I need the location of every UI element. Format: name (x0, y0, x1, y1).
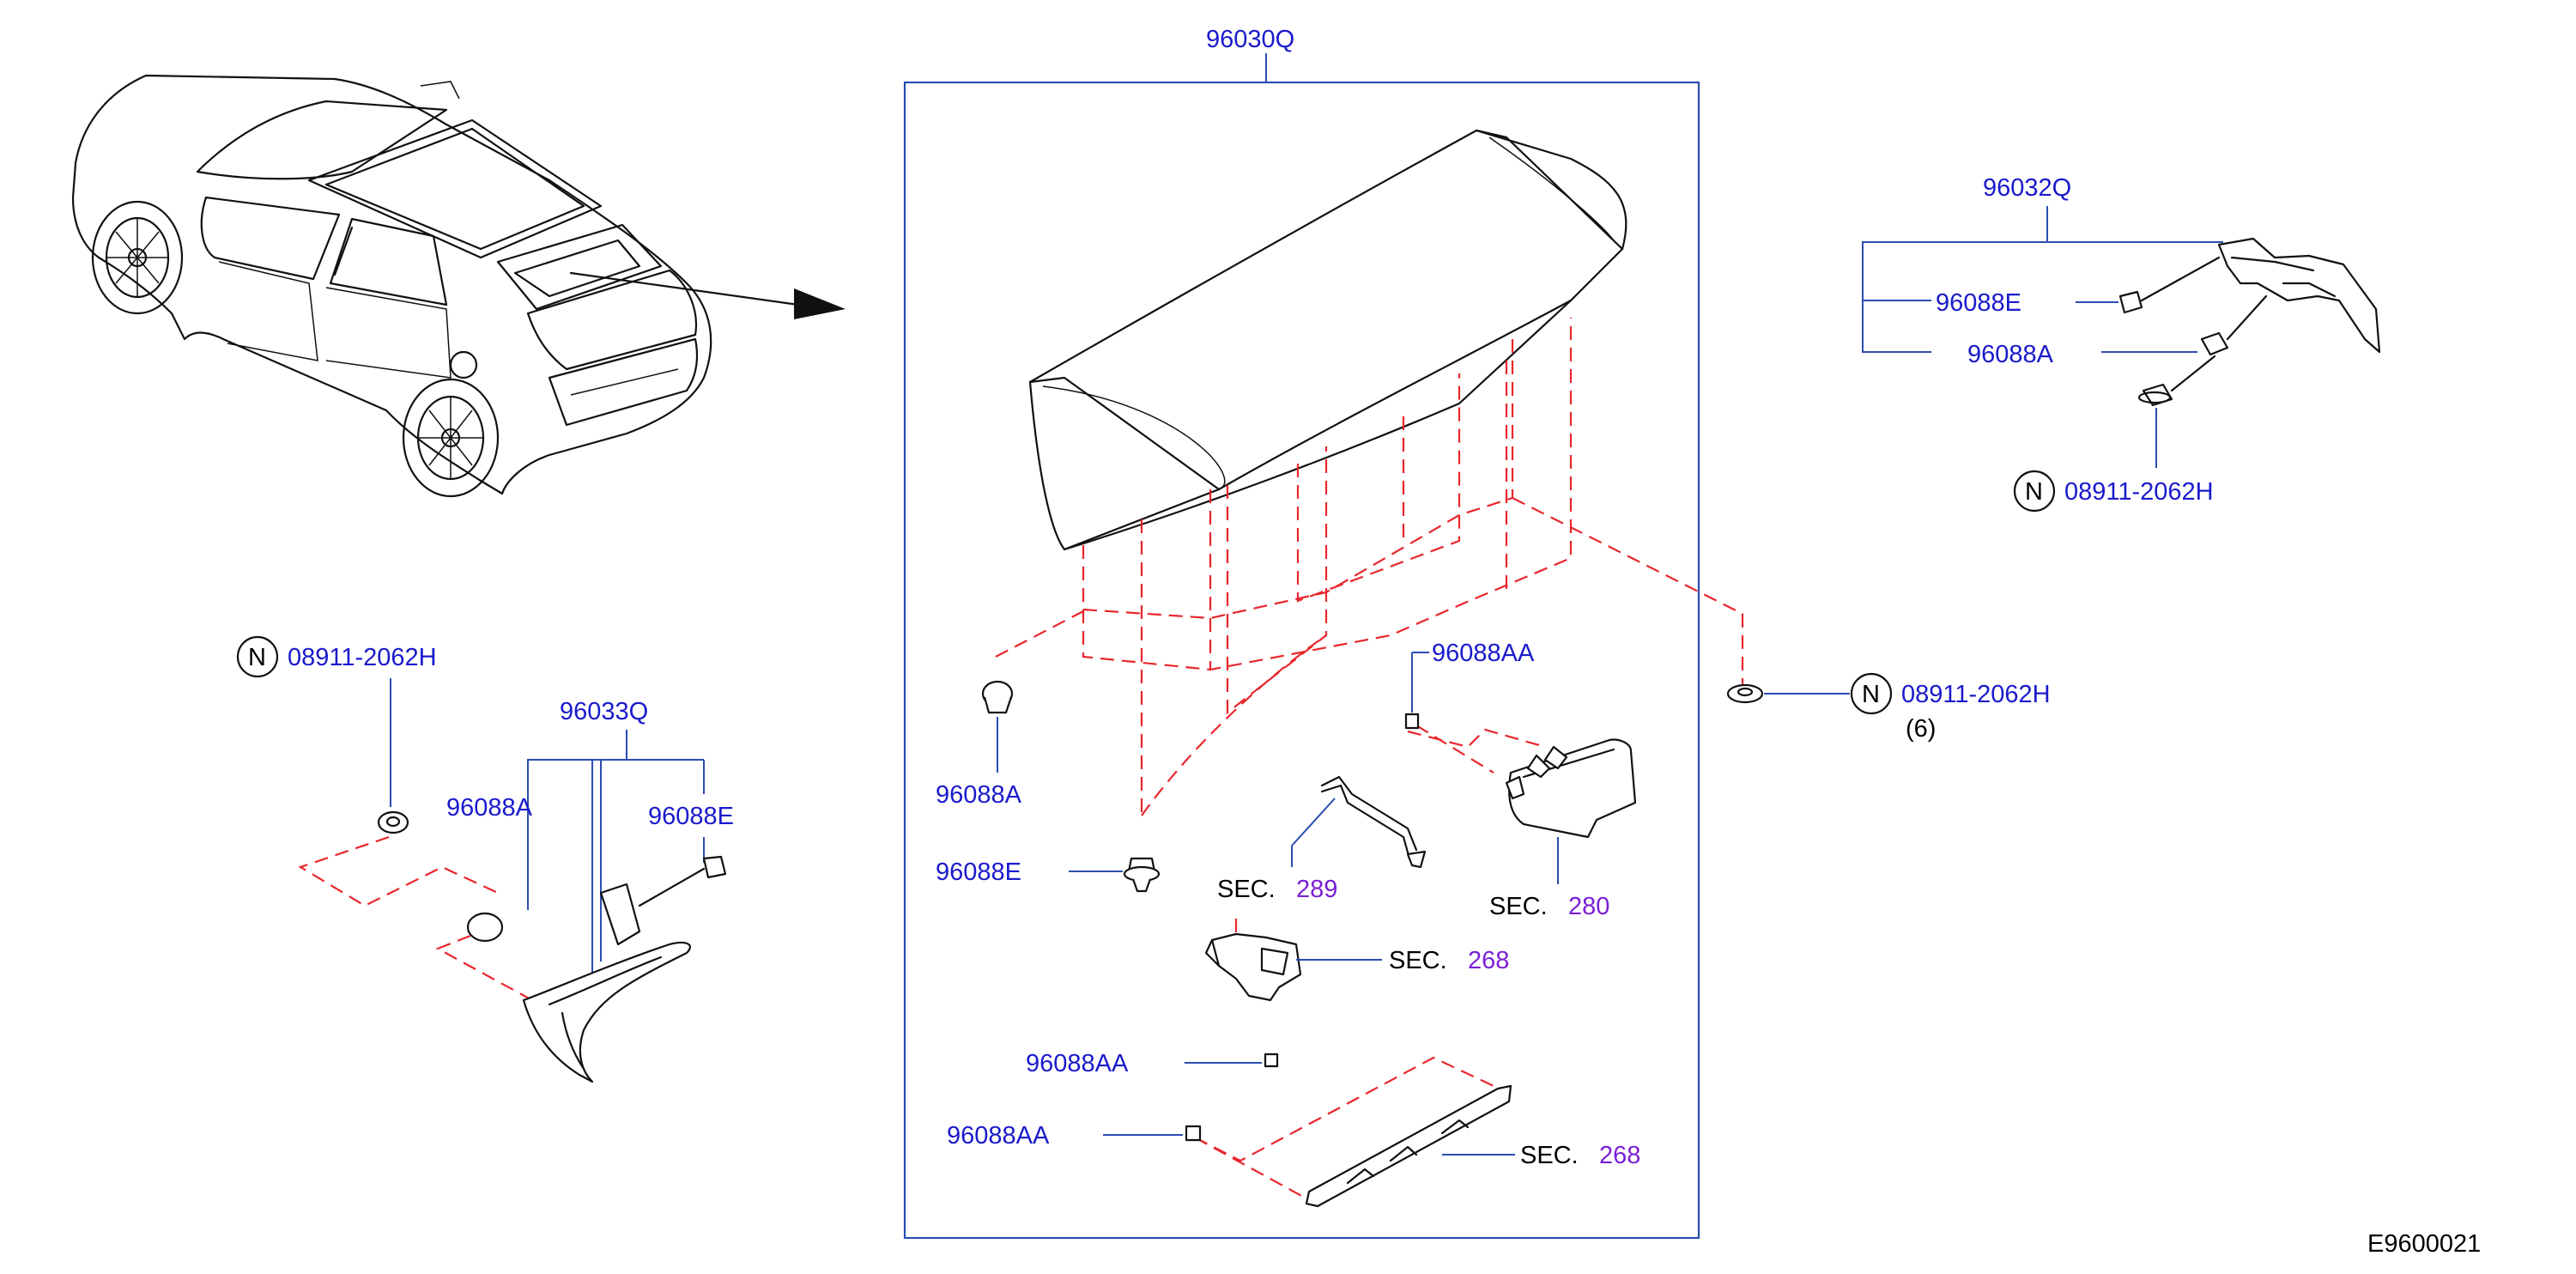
clip-e-left-icon (702, 855, 727, 879)
main-assembly-label: 96030Q (1206, 26, 1294, 53)
left-side-spoiler-shape (522, 941, 691, 1083)
l-nut-label: 08911-2062H (288, 644, 437, 671)
n-symbol-left: N (248, 644, 266, 671)
sec-289-prefix: SEC. (1217, 876, 1276, 903)
r-nut-label: 08911-2062H (2064, 478, 2214, 506)
sec-268-a-prefix: SEC. (1389, 947, 1447, 974)
rear-spoiler-shape (1028, 129, 1627, 551)
sec-268-a-number: 268 (1468, 947, 1509, 974)
r-clip-e-label: 96088E (1936, 289, 2021, 317)
c-clip-aa-2-label: 96088AA (1026, 1050, 1129, 1077)
nut-left-icon (377, 810, 409, 834)
sec-280-number: 280 (1568, 893, 1609, 920)
wiring-harness-shape (1320, 775, 1418, 852)
nut-mid-qty: (6) (1906, 715, 1936, 743)
car-illustration (71, 74, 846, 498)
lower-finisher-shape (1305, 1084, 1512, 1208)
sec-289-number: 289 (1296, 876, 1337, 903)
clip-96088e-icon (1069, 857, 1161, 893)
clip-96088aa-icon-3 (1103, 1125, 1202, 1142)
diagram-code: E9600021 (2367, 1230, 2481, 1258)
right-side-spoiler-shape (2217, 237, 2381, 354)
n-symbol-circle (1850, 672, 1893, 715)
l-clip-a-label: 96088A (446, 794, 533, 822)
clip-96088aa-icon-1 (1404, 652, 1429, 730)
clip-96088a-icon (981, 680, 1014, 773)
c-clip-aa-3-label: 96088AA (947, 1122, 1050, 1150)
assembly-frame (903, 81, 1700, 1240)
right-side-assembly: 96032Q 96088E 96088A N 08911-2062H (1862, 174, 2381, 513)
left-assembly-label: 96033Q (560, 698, 648, 725)
c-clip-e-label: 96088E (936, 858, 1021, 886)
n-symbol-circle-right (2013, 470, 2056, 513)
c-clip-a-label: 96088A (936, 781, 1022, 809)
sec-268-b-number: 268 (1599, 1142, 1640, 1169)
nut-08911-mid: N 08911-2062H (6) (1726, 672, 2051, 743)
right-assembly-label: 96032Q (1983, 174, 2071, 202)
l-clip-e-label: 96088E (648, 803, 734, 830)
stop-lamp-assembly (1505, 738, 1637, 839)
main-spoiler-assembly: 96030Q 96088A (903, 26, 1744, 1240)
n-symbol-mid: N (1862, 681, 1880, 708)
camera-bracket-shape (1204, 932, 1302, 1002)
nut-mid-label: 08911-2062H (1901, 681, 2051, 708)
n-symbol-circle-left (236, 635, 279, 678)
c-clip-aa-1-label: 96088AA (1432, 640, 1535, 667)
left-side-assembly: N 08911-2062H 96033Q 96088A 96088E (236, 635, 734, 1083)
n-symbol-right: N (2025, 478, 2043, 506)
sec-280-prefix: SEC. (1489, 893, 1548, 920)
clip-a-left-icon (466, 912, 504, 943)
sec-268-b-prefix: SEC. (1520, 1142, 1579, 1169)
clip-96088aa-icon-2 (1185, 1053, 1279, 1068)
r-clip-a-label: 96088A (1967, 341, 2054, 368)
